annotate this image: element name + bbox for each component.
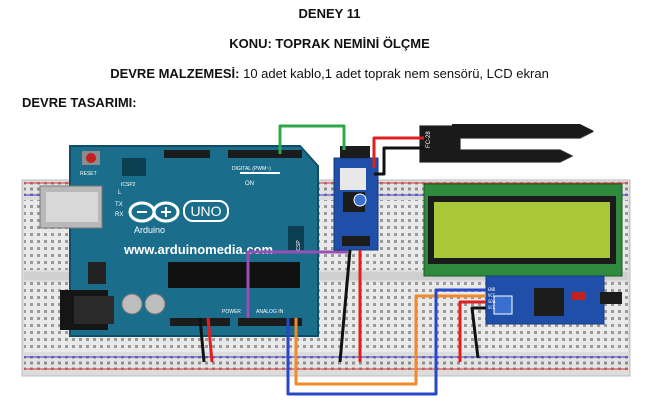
arduino-brand-label: Arduino xyxy=(134,225,165,235)
sensor-label: FC-28 xyxy=(426,131,432,148)
tx-label: TX xyxy=(115,202,123,208)
moisture-sensor-module xyxy=(333,146,379,251)
materials-line: DEVRE MALZEMESİ: 10 adet kablo,1 adet to… xyxy=(0,66,659,81)
experiment-title: DENEY 11 xyxy=(298,6,361,21)
l-label: L xyxy=(118,190,122,196)
reset-button[interactable] xyxy=(86,153,96,163)
wire-black-arduino-gnd xyxy=(198,317,206,363)
materials-label: DEVRE MALZEMESİ: xyxy=(110,66,240,81)
wire-black-gnd xyxy=(338,249,352,363)
wire-purple xyxy=(246,250,348,318)
materials-text: 10 adet kablo,1 adet toprak nem sensörü,… xyxy=(239,66,549,81)
power-label: POWER xyxy=(222,309,241,315)
wire-blue-scl xyxy=(286,288,486,396)
wire-black-lcd xyxy=(470,306,486,359)
i2c-adapter: GND VCC SDA SCL xyxy=(485,275,622,325)
topic-heading: KONU: TOPRAK NEMİNİ ÖLÇME xyxy=(229,36,430,51)
board-url-label: www.arduinomedia.com xyxy=(123,242,273,257)
i2c-pin-vcc: VCC xyxy=(488,293,496,298)
on-label: ON xyxy=(245,181,254,187)
circuit-design-heading: DEVRE TASARIMI: xyxy=(22,95,137,110)
i2c-pin-scl: SCL xyxy=(488,305,496,310)
wire-green xyxy=(278,124,346,154)
icsp2-label: ICSP2 xyxy=(121,182,136,188)
wire-red-probe xyxy=(372,136,424,168)
icsp-label: ICSP xyxy=(296,240,302,252)
reset-label: RESET xyxy=(80,171,97,177)
digital-label: DIGITAL (PWM~) xyxy=(232,166,271,172)
i2c-pin-sda: SDA xyxy=(488,299,496,304)
lcd-display xyxy=(423,183,623,277)
soil-probe: FC-28 xyxy=(419,124,594,163)
wire-red-lcd xyxy=(458,300,486,362)
wire-orange-sda xyxy=(294,294,486,386)
analog-label: ANALOG IN xyxy=(256,309,284,315)
rx-label: RX xyxy=(115,212,123,218)
wire-red-5v xyxy=(206,317,214,363)
wire-black-probe xyxy=(374,146,424,176)
wires xyxy=(198,124,486,396)
board-model-label: UNO xyxy=(190,203,221,219)
arduino-uno-board: RESET ICSP2 DIGITAL (PWM~) UNO Arduino w… xyxy=(39,145,319,337)
i2c-pin-gnd: GND xyxy=(488,287,496,292)
arduino-logo-icon xyxy=(128,201,180,223)
